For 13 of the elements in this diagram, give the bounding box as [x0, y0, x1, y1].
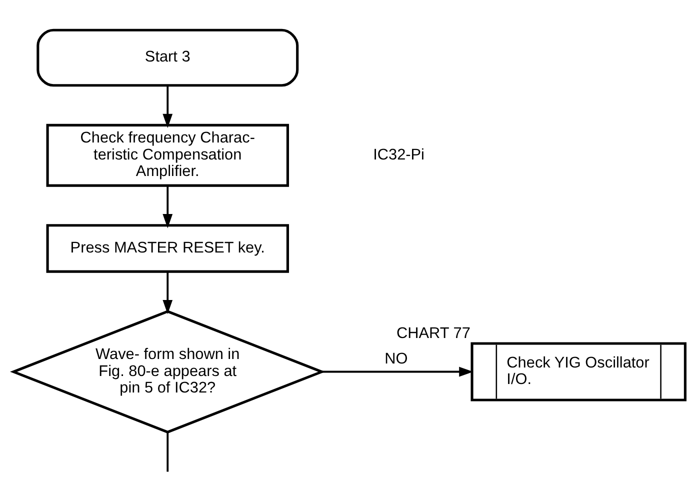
arrow [322, 366, 474, 376]
node-diamond: Wave- form shown in Fig. 80-e appears at pin 5 of IC32? [10, 310, 326, 433]
arrow [162, 185, 173, 228]
connector [166, 432, 169, 472]
arrow [162, 85, 173, 128]
edge-label: NO [384, 350, 408, 368]
node-label: CHART 77 [396, 324, 470, 342]
node-box: Check YIG Oscillator I/O. [470, 342, 686, 401]
node-box: Check frequency Charac- teristic Compensation Amplifier. [46, 123, 289, 186]
label: IC32-Pi [373, 146, 424, 163]
arrow [162, 271, 173, 314]
node-box: Press MASTER RESET key. [46, 224, 289, 272]
node-box: Start 3 [36, 28, 299, 86]
